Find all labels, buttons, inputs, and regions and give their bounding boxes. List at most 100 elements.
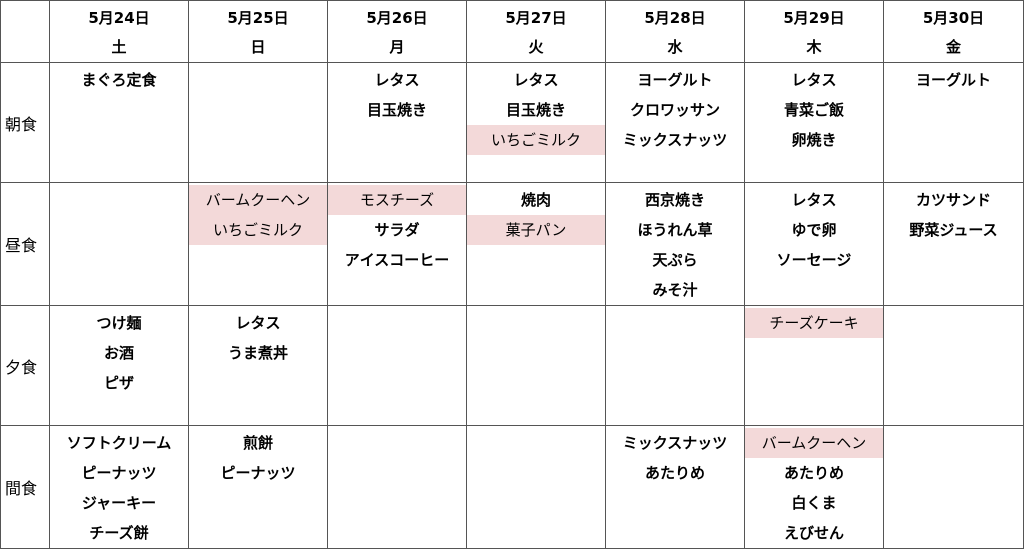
- food-item-highlighted: チーズケーキ: [745, 308, 883, 338]
- day-of-week: 月: [389, 38, 405, 56]
- meal-label: 昼食: [0, 182, 50, 306]
- food-item: 目玉焼き: [366, 101, 427, 119]
- food-item: みそ汁: [652, 281, 698, 299]
- meal-cell: 焼肉菓子パン: [466, 182, 606, 306]
- day-date: 5月24日: [88, 9, 150, 27]
- day-of-week: 木: [806, 38, 822, 56]
- meal-row: 昼食バームクーヘンいちごミルクモスチーズサラダアイスコーヒー焼肉菓子パン西京焼き…: [0, 182, 1024, 306]
- meal-cell: [883, 305, 1024, 426]
- day-header: 5月25日日: [188, 0, 328, 63]
- food-item: あたりめ: [644, 464, 705, 482]
- food-item: 野菜ジュース: [909, 221, 998, 239]
- meal-row: 朝食まぐろ定食レタス目玉焼きレタス目玉焼きいちごミルクヨーグルトクロワッサンミッ…: [0, 62, 1024, 183]
- day-header: 5月28日水: [605, 0, 745, 63]
- food-item-highlighted: モスチーズ: [328, 185, 466, 215]
- meal-row: 間食ソフトクリームピーナッツジャーキーチーズ餅煎餅ピーナッツミックスナッツあたり…: [0, 425, 1024, 549]
- meal-cell: まぐろ定食: [49, 62, 189, 183]
- food-item: クロワッサン: [629, 101, 720, 119]
- meal-cell: バームクーヘンいちごミルク: [188, 182, 328, 306]
- food-item: お酒: [103, 344, 134, 362]
- food-item: ほうれん草: [637, 221, 713, 239]
- meal-cell: ヨーグルト: [883, 62, 1024, 183]
- meal-cell: レタス目玉焼きいちごミルク: [466, 62, 606, 183]
- food-item: えびせん: [783, 524, 844, 542]
- day-of-week: 水: [667, 38, 683, 56]
- day-date: 5月28日: [644, 9, 706, 27]
- day-date: 5月30日: [922, 9, 985, 27]
- meal-cell: レタスうま煮丼: [188, 305, 328, 426]
- food-item-highlighted: いちごミルク: [189, 215, 327, 245]
- day-of-week: 金: [945, 38, 961, 56]
- meal-row: 夕食つけ麺お酒ピザレタスうま煮丼チーズケーキ: [0, 305, 1024, 426]
- meal-cell: レタス目玉焼き: [327, 62, 467, 183]
- food-item: うま煮丼: [227, 344, 288, 362]
- food-item: ジャーキー: [81, 494, 157, 512]
- meal-cell: [188, 62, 328, 183]
- food-item: ピザ: [103, 374, 134, 392]
- food-item: ソフトクリーム: [66, 434, 172, 452]
- meal-cell: チーズケーキ: [744, 305, 884, 426]
- food-item: 焼肉: [520, 191, 551, 209]
- day-of-week: 日: [250, 38, 266, 56]
- meal-cell: [49, 182, 189, 306]
- food-item: レタス: [235, 314, 281, 332]
- meal-cell: ヨーグルトクロワッサンミックスナッツ: [605, 62, 745, 183]
- table-body: 朝食まぐろ定食レタス目玉焼きレタス目玉焼きいちごミルクヨーグルトクロワッサンミッ…: [0, 62, 1024, 549]
- meal-cell: [466, 425, 606, 549]
- day-header: 5月24日土: [49, 0, 189, 63]
- food-item: レタス: [513, 71, 559, 89]
- day-header: 5月30日金: [883, 0, 1024, 63]
- food-item: ソーセージ: [776, 251, 852, 269]
- food-item: ヨーグルト: [915, 71, 991, 89]
- food-item: 白くま: [791, 494, 837, 512]
- food-item: 天ぷら: [652, 251, 698, 269]
- meal-cell: 西京焼きほうれん草天ぷらみそ汁: [605, 182, 745, 306]
- day-of-week: 土: [111, 38, 127, 56]
- food-item: つけ麺: [96, 314, 142, 332]
- day-date: 5月29日: [783, 9, 845, 27]
- meal-cell: つけ麺お酒ピザ: [49, 305, 189, 426]
- food-item: ピーナッツ: [81, 464, 157, 482]
- meal-label: 夕食: [0, 305, 50, 426]
- meal-cell: カツサンド野菜ジュース: [883, 182, 1024, 306]
- food-item: レタス: [374, 71, 420, 89]
- food-item: レタス: [791, 191, 837, 209]
- corner-cell: [0, 0, 50, 63]
- meal-cell: ソフトクリームピーナッツジャーキーチーズ餅: [49, 425, 189, 549]
- food-item: カツサンド: [915, 191, 991, 209]
- food-item: ミックスナッツ: [622, 434, 728, 452]
- meal-cell: [466, 305, 606, 426]
- day-date: 5月27日: [505, 9, 567, 27]
- food-item-highlighted: いちごミルク: [467, 125, 605, 155]
- meal-cell: 煎餅ピーナッツ: [188, 425, 328, 549]
- meal-cell: レタス青菜ご飯卵焼き: [744, 62, 884, 183]
- food-item: 青菜ご飯: [783, 101, 844, 119]
- day-header: 5月26日月: [327, 0, 467, 63]
- food-item: 目玉焼き: [505, 101, 566, 119]
- food-item: 煎餅: [242, 434, 273, 452]
- meal-cell: モスチーズサラダアイスコーヒー: [327, 182, 467, 306]
- meal-label: 朝食: [0, 62, 50, 183]
- food-item-highlighted: バームクーヘン: [745, 428, 883, 458]
- meal-cell: [605, 305, 745, 426]
- day-header: 5月27日火: [466, 0, 606, 63]
- food-item-highlighted: 菓子パン: [467, 215, 605, 245]
- food-item: ピーナッツ: [220, 464, 296, 482]
- food-item: 西京焼き: [644, 191, 705, 209]
- food-item: チーズ餅: [89, 524, 149, 542]
- food-item: まぐろ定食: [81, 71, 157, 89]
- food-item: サラダ: [374, 221, 420, 239]
- meal-cell: レタスゆで卵ソーセージ: [744, 182, 884, 306]
- meal-label: 間食: [0, 425, 50, 549]
- day-date: 5月26日: [366, 9, 428, 27]
- food-item: 卵焼き: [791, 131, 837, 149]
- food-item: あたりめ: [783, 464, 844, 482]
- meal-cell: [327, 305, 467, 426]
- food-item: ヨーグルト: [637, 71, 713, 89]
- meal-cell: バームクーヘンあたりめ白くまえびせん: [744, 425, 884, 549]
- day-header: 5月29日木: [744, 0, 884, 63]
- meal-cell: [327, 425, 467, 549]
- day-of-week: 火: [528, 38, 544, 56]
